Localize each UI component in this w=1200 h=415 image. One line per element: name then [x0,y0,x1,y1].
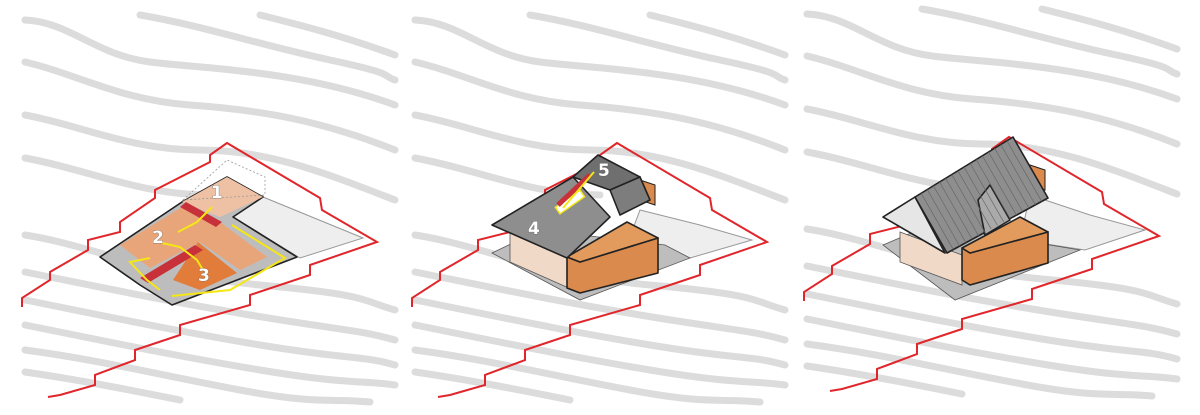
circulation-arrow [161,242,204,271]
roof-rib [957,170,992,230]
roof-rib [982,155,1017,216]
roof-stair [556,173,592,207]
contour-line [411,111,789,204]
contour-line [21,368,184,404]
contour-line [21,321,399,389]
contour-line [803,52,1181,148]
roof-rib [975,159,1011,219]
contour-line [21,16,399,109]
gable-end [882,196,946,254]
contour-line [411,296,789,369]
room-3 [173,242,237,290]
roof-massing-building: 4 5 [491,154,754,301]
roof-rib [988,151,1024,212]
site-boundary-dashed [181,159,266,201]
panel-3-final-roof [803,5,1181,400]
contour-line [21,58,399,154]
roof-rib [1006,140,1042,202]
stairs-upper [180,202,222,227]
circulation-arrow [171,224,287,297]
contour-line [411,346,764,406]
final-roof-building [882,136,1147,301]
panel-2-roof-massing [411,11,789,406]
contour-line [21,296,399,369]
circulation-arrow [128,257,161,291]
contour-line [21,231,399,314]
contour-line [411,231,789,314]
contour-line [256,11,399,59]
roof-rib [951,174,986,233]
timber-volume-top [566,221,659,263]
contour-line [411,268,789,344]
contour-line [803,362,966,398]
site-boundary [411,141,770,398]
contour-line [803,290,1181,363]
site-boundary [21,141,380,398]
label-1: 1 [211,183,223,203]
roof-rib [920,193,954,250]
circulation-arrow [562,171,595,209]
panel-1-floor-plan [21,11,399,406]
roof-rib [1000,144,1036,206]
contour-line [803,315,1181,383]
roof-rib [926,189,960,247]
roof-ribs [920,140,1042,250]
contour-line [803,340,1156,400]
floor-plan-building: 1 2 3 [99,159,365,306]
contour-line [918,5,1181,78]
contour-line [803,105,1181,198]
roof-rib [994,148,1030,209]
site-boundary [803,135,1162,392]
contour-line [1038,5,1181,53]
room-1 [182,177,263,217]
contour-line [21,154,214,199]
label-5: 5 [598,161,610,181]
stairs-lower [140,245,203,283]
roof-side [609,176,651,216]
contour-line [803,225,1181,308]
contour-line [411,16,789,109]
contour-line [21,111,399,204]
label-3: 3 [198,266,210,286]
contour-line [646,11,789,59]
contour-line [136,11,399,84]
contour-line [411,321,789,389]
contour-line [411,368,574,404]
roof-rib [963,166,998,226]
contour-line [21,346,374,406]
circulation-arrow [177,206,213,233]
contour-line [411,58,789,154]
label-4: 4 [528,219,540,239]
contour-line [803,10,1181,103]
timber-volume-top [961,216,1049,254]
roof-rib [939,181,973,240]
contour-line [526,11,789,84]
room-2 [120,207,267,270]
contour-line [803,262,1181,338]
roof-rib [933,185,967,243]
roof-rib [969,163,1005,223]
contour-line [21,268,399,344]
roof-rib [945,178,979,236]
label-2: 2 [152,228,164,248]
roof-dormer [977,184,1011,236]
